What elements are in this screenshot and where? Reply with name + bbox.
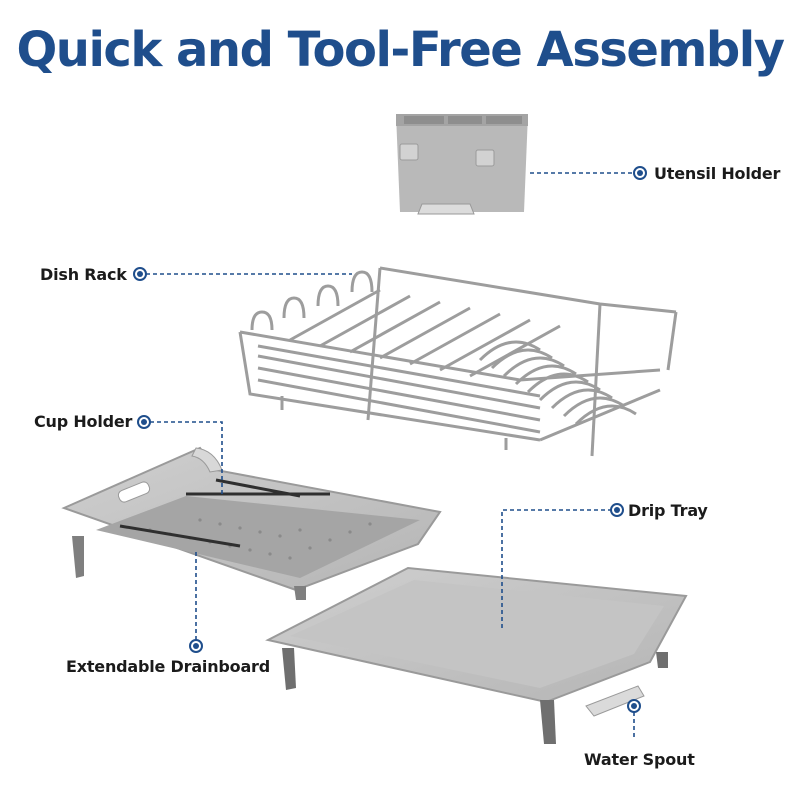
cup-holder-dot xyxy=(137,415,151,429)
dish-rack-dot xyxy=(133,267,147,281)
cup-holder-leader xyxy=(150,421,223,494)
water-spout-dot xyxy=(627,699,641,713)
callout-lines xyxy=(146,172,636,740)
cup-holder-label: Cup Holder xyxy=(34,412,133,431)
utensil-holder-label: Utensil Holder xyxy=(654,164,781,183)
utensil-holder-dot xyxy=(633,166,647,180)
utensil-holder-image xyxy=(396,114,528,215)
dish-rack-image xyxy=(238,266,678,457)
water-spout-label: Water Spout xyxy=(584,750,695,769)
callout-dots xyxy=(133,166,647,713)
drip-tray-leader xyxy=(501,509,612,628)
drainboard-image xyxy=(61,446,442,600)
drainboard-dot xyxy=(189,639,203,653)
drip-tray-image xyxy=(265,566,688,744)
extendable-drainboard-label: Extendable Drainboard xyxy=(66,657,270,676)
drip-tray-label: Drip Tray xyxy=(628,501,708,520)
page-title: Quick and Tool-Free Assembly xyxy=(16,22,785,78)
drip-tray-dot xyxy=(610,503,624,517)
dish-rack-label: Dish Rack xyxy=(40,265,127,284)
